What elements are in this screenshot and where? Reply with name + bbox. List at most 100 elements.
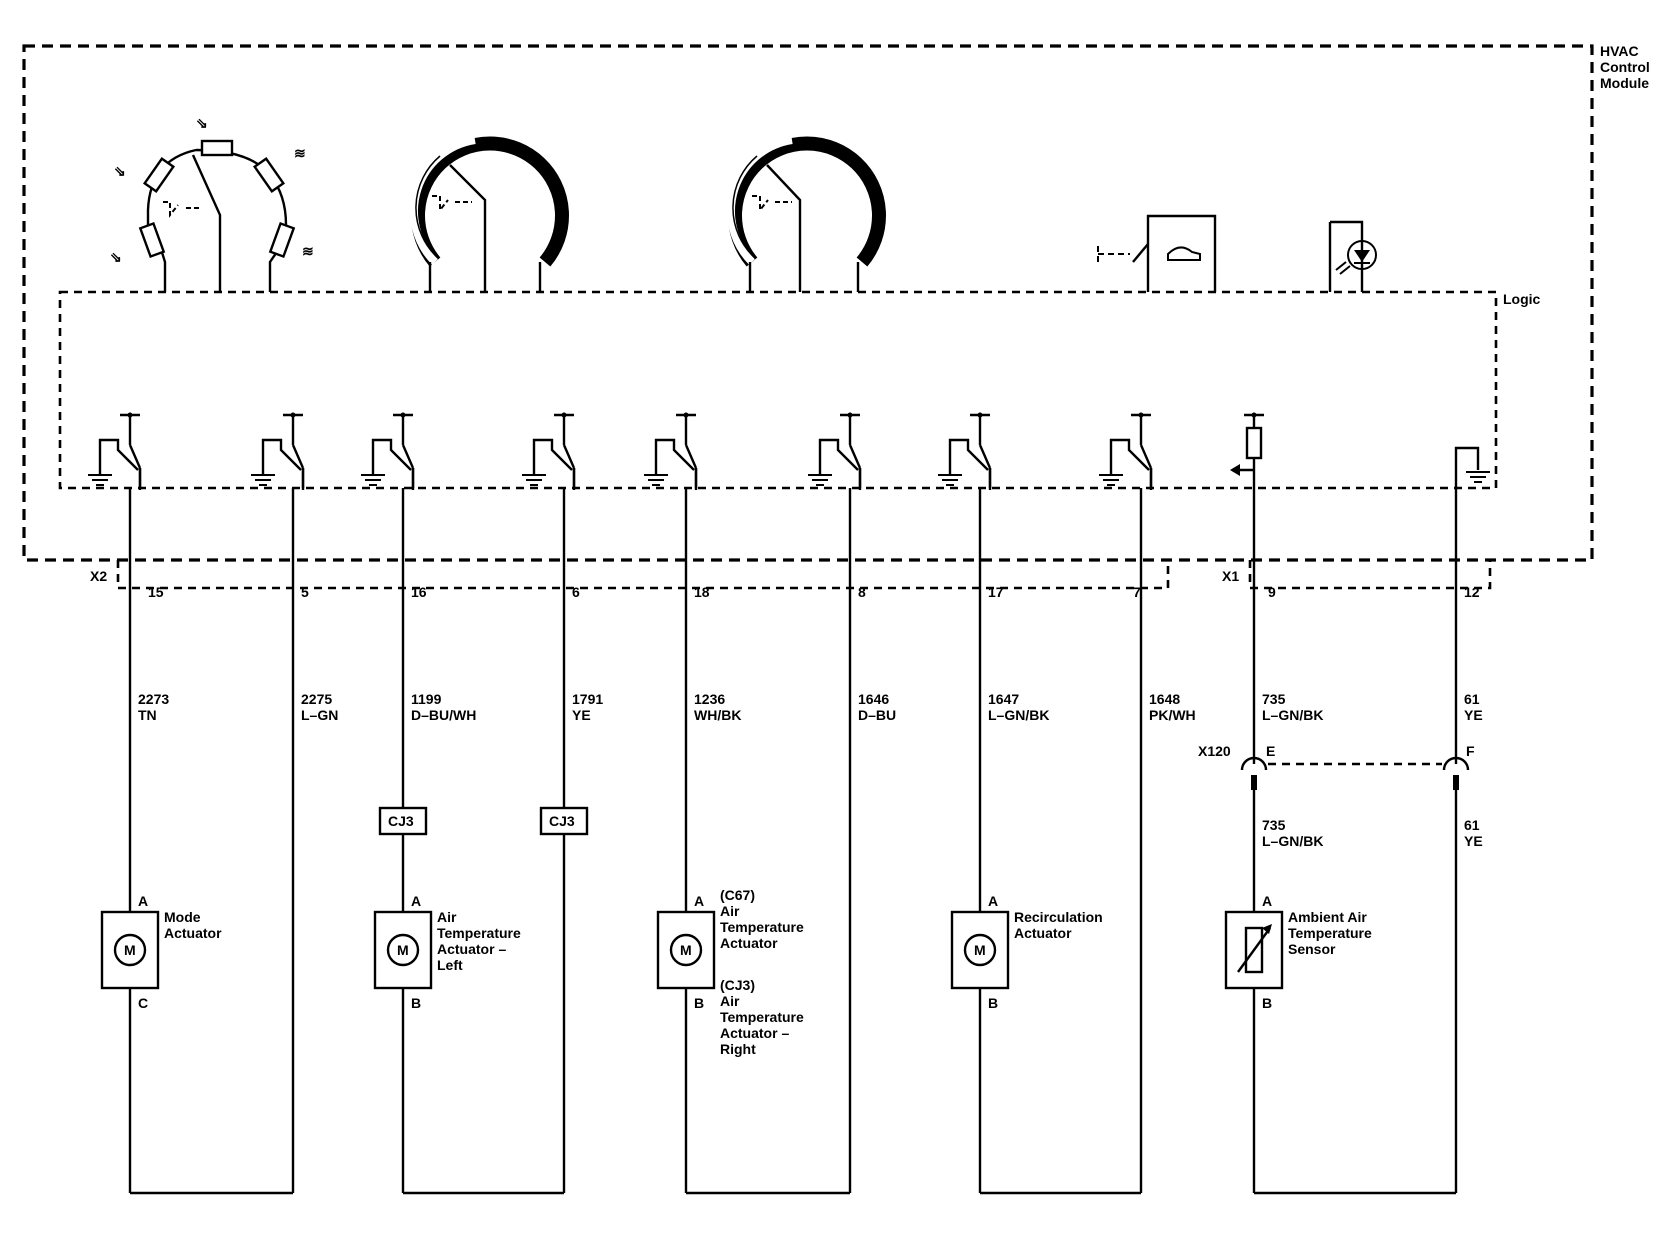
svg-text:≋: ≋ — [294, 145, 306, 161]
component-name-line: Actuator — [164, 925, 222, 941]
pin-bottom: B — [1262, 995, 1272, 1011]
circuit-number-61: 61 — [1464, 691, 1480, 707]
low-side-driver — [808, 412, 862, 490]
connector-x2-label: X2 — [90, 568, 107, 584]
temp-right-dial-icon — [726, 136, 886, 292]
connector-pin-12: 12 — [1464, 584, 1480, 600]
svg-text:CJ3: CJ3 — [549, 813, 575, 829]
module-name-line-3: Module — [1600, 75, 1649, 91]
connector-x120-label: X120 — [1198, 743, 1231, 759]
component-name-line: Sensor — [1288, 941, 1336, 957]
component-name-line: Recirculation — [1014, 909, 1103, 925]
component-alt-name-line: Actuator – — [720, 1025, 789, 1041]
pin-top: A — [1262, 893, 1272, 909]
circuit-number-1791: 1791 — [572, 691, 603, 707]
component-name-line: Air — [437, 909, 457, 925]
circuit-wire — [291, 468, 305, 1193]
circuit-wire — [401, 468, 415, 1193]
component-name-line: Air — [720, 903, 740, 919]
low-side-driver — [644, 412, 698, 490]
logic-block-outline — [58, 290, 1498, 490]
component-name-line: Temperature — [720, 919, 804, 935]
svg-text:⇘: ⇘ — [196, 115, 208, 131]
pin-bottom: B — [988, 995, 998, 1011]
connector-pin-16: 16 — [411, 584, 427, 600]
component-name-line: Ambient Air — [1288, 909, 1367, 925]
circuit-wire — [128, 468, 142, 1193]
component-name-line: Actuator — [1014, 925, 1072, 941]
sensor-reference-circuit — [1230, 412, 1264, 476]
connector-pin-9: 9 — [1268, 584, 1276, 600]
motor-icon: M — [124, 942, 136, 958]
mode-selector-icon: ⇘ ⇘ ≋ ⇘ ≋ — [110, 115, 314, 292]
circuit-wire — [848, 468, 862, 1193]
circuit-color-1791: YE — [572, 707, 591, 723]
circuit-color-1647: L–GN/BK — [988, 707, 1049, 723]
motor-icon: M — [680, 942, 692, 958]
circuit-color-1648: PK/WH — [1149, 707, 1196, 723]
circuit-wire — [562, 468, 576, 1193]
low-side-driver — [938, 412, 992, 490]
circuit-number-1199: 1199 — [411, 691, 442, 707]
lower-circuit-61-number: 61 — [1464, 817, 1480, 833]
connector-x1-shell — [1248, 560, 1492, 590]
component-alt-name-line: (CJ3) — [720, 977, 755, 993]
component-alt-name-line: Right — [720, 1041, 756, 1057]
low-side-driver — [251, 412, 305, 490]
driver-circuits — [88, 412, 1490, 1193]
pin-top: A — [988, 893, 998, 909]
component--c67-air-temperature-actuator: MAB(C67)AirTemperatureActuator(CJ3)AirTe… — [656, 887, 804, 1057]
low-side-driver — [1099, 412, 1153, 490]
splice-cj3-left: CJ3 — [378, 806, 428, 836]
indicator-led-icon — [1328, 220, 1377, 292]
lower-circuit-61-color: YE — [1464, 833, 1483, 849]
svg-text:⇘: ⇘ — [114, 163, 126, 179]
component-name-line: Actuator – — [437, 941, 506, 957]
pin-top: A — [138, 893, 148, 909]
circuit-number-1648: 1648 — [1149, 691, 1180, 707]
pin-top: A — [694, 893, 704, 909]
connector-x1-label: X1 — [1222, 568, 1239, 584]
circuit-color-1199: D–BU/WH — [411, 707, 476, 723]
pin-bottom: B — [694, 995, 704, 1011]
component-name-line: Mode — [164, 909, 201, 925]
connector-pin-18: 18 — [694, 584, 710, 600]
svg-text:≋: ≋ — [302, 243, 314, 259]
circuit-number-735: 735 — [1262, 691, 1286, 707]
circuit-wire — [1139, 468, 1153, 1193]
connector-pin-15: 15 — [148, 584, 164, 600]
hvac-control-module-outline — [22, 44, 1594, 562]
circuit-color-1646: D–BU — [858, 707, 896, 723]
circuit-number-1236: 1236 — [694, 691, 725, 707]
module-name: HVAC Control Module — [1600, 43, 1650, 91]
recirculation-switch-icon — [1097, 214, 1217, 292]
circuit-color-735: L–GN/BK — [1262, 707, 1323, 723]
component-alt-name-line: Air — [720, 993, 740, 1009]
low-side-driver — [88, 412, 142, 490]
component-name-line: Actuator — [720, 935, 778, 951]
component-name-line: Temperature — [437, 925, 521, 941]
connector-pin-6: 6 — [572, 584, 580, 600]
circuit-color-2273: TN — [138, 707, 157, 723]
ground-reference-circuit — [1454, 446, 1490, 483]
circuit-color-1236: WH/BK — [694, 707, 741, 723]
circuit-wire — [684, 468, 698, 1193]
splice-cj3-right: CJ3 — [539, 806, 589, 836]
component-name-line: Left — [437, 957, 463, 973]
connector-pin-8: 8 — [858, 584, 866, 600]
component-alt-name-line: Temperature — [720, 1009, 804, 1025]
logic-label: Logic — [1503, 291, 1541, 307]
svg-text:CJ3: CJ3 — [388, 813, 414, 829]
module-name-line-1: HVAC — [1600, 43, 1639, 59]
circuit-number-2275: 2275 — [301, 691, 332, 707]
pin-top: A — [411, 893, 421, 909]
circuit-color-61: YE — [1464, 707, 1483, 723]
lower-circuit-735-color: L–GN/BK — [1262, 833, 1323, 849]
circuit-wire — [978, 468, 992, 1193]
motor-icon: M — [974, 942, 986, 958]
x120-pin-f: F — [1466, 743, 1475, 759]
